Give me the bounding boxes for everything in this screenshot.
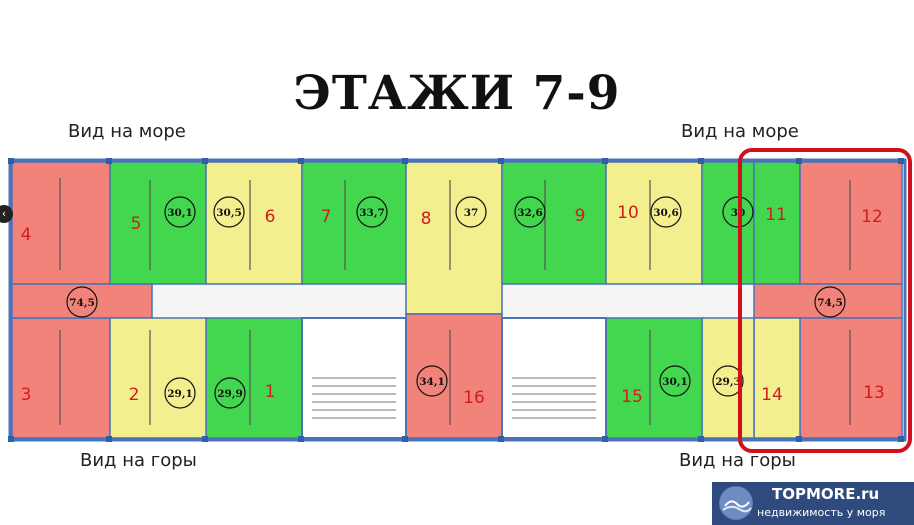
apartment-7 xyxy=(301,161,407,285)
apartment-4 xyxy=(11,161,111,285)
apartment-8 xyxy=(405,161,503,315)
apartment-number-7: 7 xyxy=(321,207,332,227)
area-circle xyxy=(514,196,546,228)
apartment-3 xyxy=(11,317,111,439)
apartment-10 xyxy=(605,161,703,285)
highlight-frame xyxy=(738,148,912,453)
apartment-16 xyxy=(405,313,503,439)
apartment-area: 33,7 xyxy=(359,207,385,219)
area-circle xyxy=(164,196,196,228)
apartment-1-hall xyxy=(11,283,153,319)
apartment-area: 37 xyxy=(464,207,479,219)
apartment-number-16: 16 xyxy=(463,388,485,408)
apartment-area: 34,1 xyxy=(419,376,445,388)
apartment-12-hall xyxy=(753,283,903,319)
area-circle xyxy=(650,196,682,228)
apartment-area: 30,1 xyxy=(662,376,688,388)
apartment-number-12: 12 xyxy=(861,207,883,227)
apartment-number-1: 1 xyxy=(265,382,276,402)
watermark-brand: TOPMORE.ru xyxy=(772,485,880,503)
apartment-9 xyxy=(501,161,607,285)
area-circle xyxy=(416,365,448,397)
globe-logo-icon xyxy=(719,486,753,520)
area-circle xyxy=(455,196,487,228)
apartment-area: 30,5 xyxy=(216,207,242,219)
pillars xyxy=(8,158,904,442)
apartment-29 xyxy=(701,317,755,439)
apartment-number-4: 4 xyxy=(21,225,32,245)
apartment-area: 29,9 xyxy=(217,388,243,400)
apartment-number-11: 11 xyxy=(765,205,787,225)
apartment-number-9: 9 xyxy=(575,206,586,226)
apartment-number-3: 3 xyxy=(21,385,32,405)
apartment-11 xyxy=(753,161,801,285)
stair-steps-right xyxy=(512,377,596,419)
page-title: ЭТАЖИ 7-9 xyxy=(293,66,621,121)
apartment-area: 29,1 xyxy=(167,388,193,400)
caption-sea-left: Вид на море xyxy=(68,121,186,142)
apartment-area: 30,6 xyxy=(653,207,679,219)
caption-mountains-left: Вид на горы xyxy=(80,450,197,471)
interior-walls xyxy=(59,178,851,425)
area-circle xyxy=(712,365,744,397)
area-circle xyxy=(214,377,246,409)
apartment-number-8: 8 xyxy=(421,209,432,229)
apartment-number-5: 5 xyxy=(131,214,142,234)
watermark-subtitle: недвижимость у моря xyxy=(757,506,886,519)
apartment-number-10: 10 xyxy=(617,203,639,223)
apartment-number-13: 13 xyxy=(863,383,885,403)
stair-steps-left xyxy=(312,377,396,419)
apartment-number-15: 15 xyxy=(621,387,643,407)
apartment-14 xyxy=(753,317,801,439)
area-circle xyxy=(66,286,98,318)
apartment-area: 74,5 xyxy=(69,297,95,309)
apartment-number-6: 6 xyxy=(265,207,276,227)
apartment-2 xyxy=(109,317,207,439)
apartment-area: 30,1 xyxy=(167,207,193,219)
left-arrow-icon[interactable]: ‹ xyxy=(0,205,13,223)
caption-sea-right: Вид на море xyxy=(681,121,799,142)
apartment-area: 74,5 xyxy=(817,297,843,309)
apartment-12 xyxy=(799,161,903,285)
apartment-5 xyxy=(109,161,207,285)
area-circle xyxy=(356,196,388,228)
area-circle xyxy=(164,377,196,409)
area-circle xyxy=(814,286,846,318)
area-circle xyxy=(659,365,691,397)
apartment-13 xyxy=(799,317,903,439)
area-circle xyxy=(213,196,245,228)
caption-mountains-right: Вид на горы xyxy=(679,450,796,471)
apartment-area: 32,6 xyxy=(517,207,543,219)
apartment-6 xyxy=(205,161,303,285)
apartment-1 xyxy=(205,317,303,439)
apartment-number-2: 2 xyxy=(129,385,140,405)
apartment-number-14: 14 xyxy=(761,385,783,405)
watermark: TOPMORE.ru недвижимость у моря xyxy=(712,482,914,525)
apartment-area: 29,3 xyxy=(715,376,741,388)
apartment-15 xyxy=(605,317,703,439)
